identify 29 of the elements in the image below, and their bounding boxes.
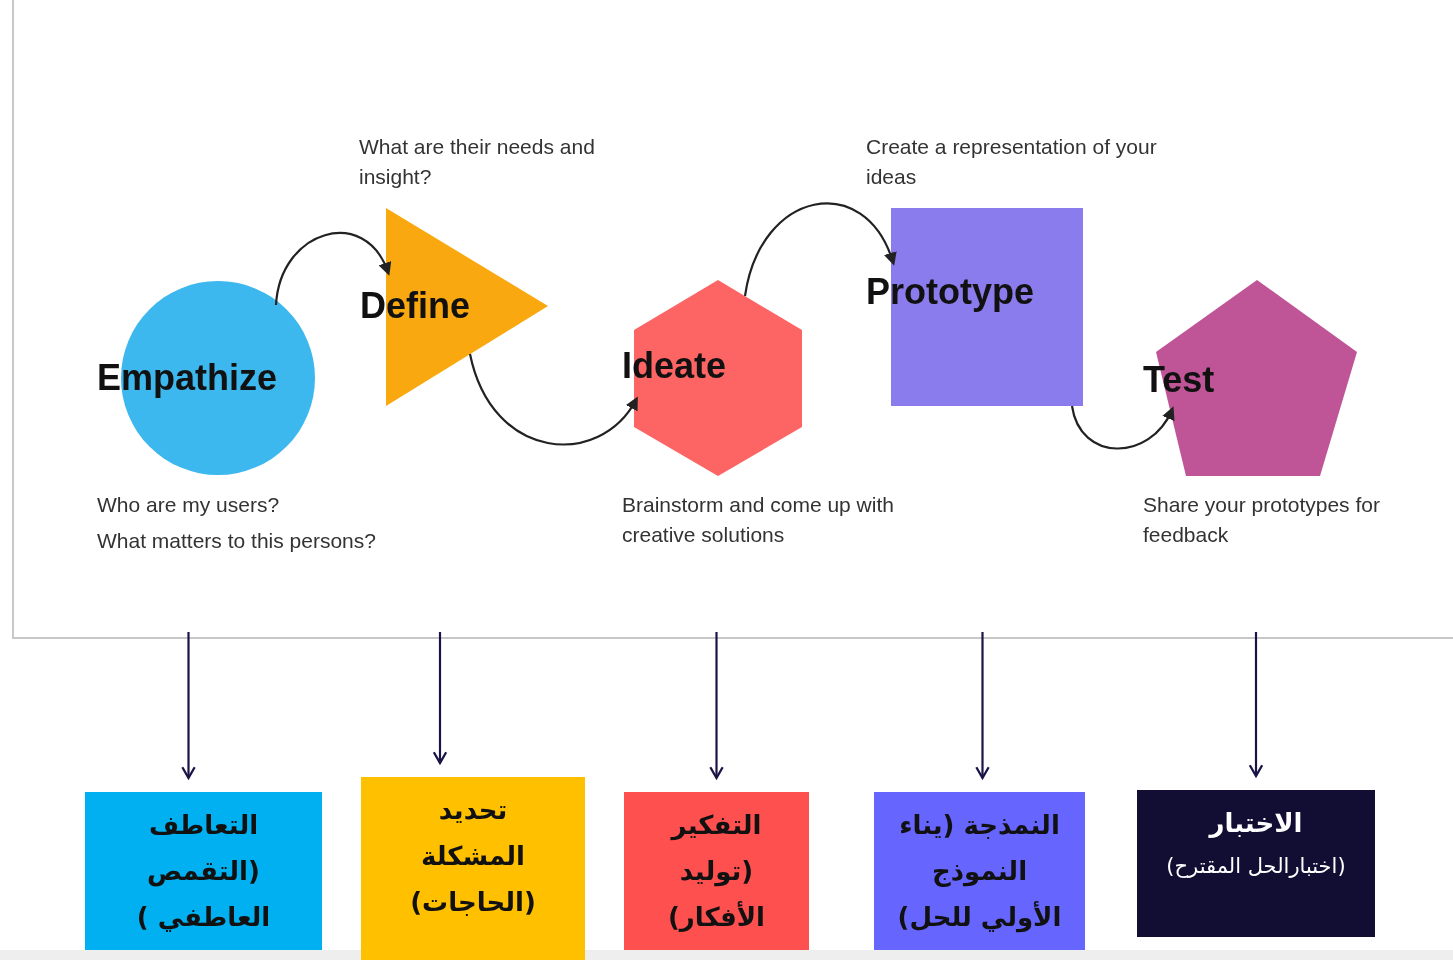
down-arrow (181, 632, 196, 780)
translation-box (874, 792, 1085, 950)
box-heading: التعاطف (147, 809, 260, 842)
translation-box (1137, 790, 1375, 937)
box-text: (الحاجات) (409, 886, 537, 919)
box-text: (اختبارالحل المقترح) (1165, 853, 1347, 880)
down-arrow (432, 632, 448, 765)
box-heading: النمذجة (يناء النموذج الأولي للحل) (896, 809, 1063, 935)
curved-arrow (274, 232, 391, 306)
step-caption: Who are my users? (97, 492, 281, 518)
box-text: (توليد الأفكار) (667, 855, 766, 934)
box-heading: التفكير (669, 809, 763, 843)
curved-arrow (1070, 405, 1174, 450)
step-caption: Brainstorm and come up with creative solutions (622, 492, 895, 548)
translation-box (85, 792, 322, 950)
box-heading: الاختبار (1207, 807, 1304, 840)
translation-box (361, 777, 585, 960)
down-arrow (709, 632, 724, 780)
box-heading: تحديد المشكلة (419, 794, 527, 873)
translation-box (624, 792, 809, 950)
curved-arrow (468, 353, 639, 446)
step-caption: What are their needs and insight? (359, 134, 596, 190)
curved-arrow (743, 202, 896, 297)
down-arrow (975, 632, 990, 780)
down-arrow (1248, 632, 1264, 778)
step-caption: Create a representation of your ideas (866, 134, 1158, 190)
step-caption: What matters to this persons? (97, 528, 377, 554)
step-caption: Share your prototypes for feedback (1143, 492, 1381, 548)
box-text: (التقمص العاطفي ) (135, 855, 272, 934)
